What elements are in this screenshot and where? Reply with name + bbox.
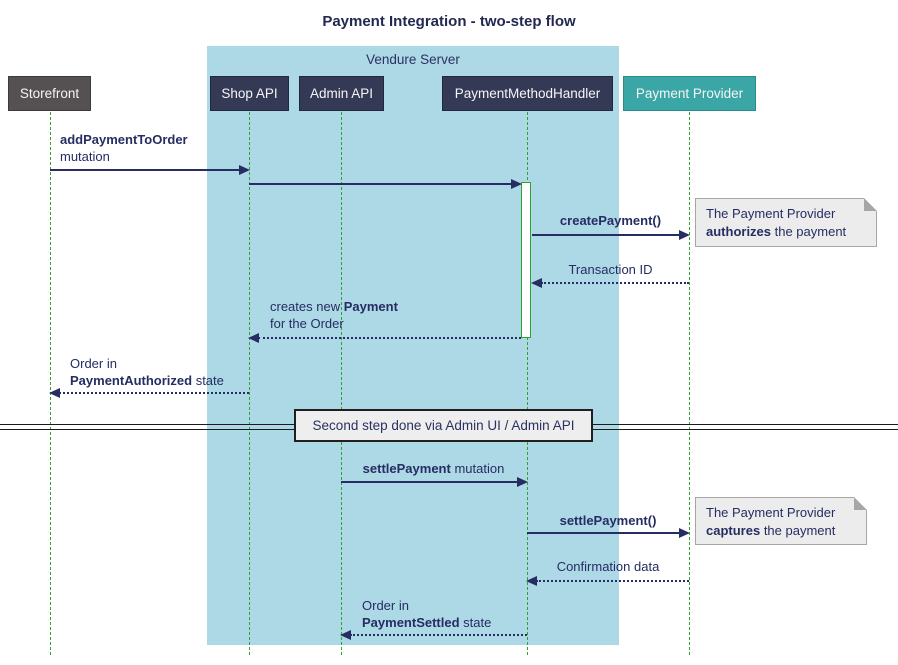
divider-label: Second step done via Admin UI / Admin AP… [294, 409, 593, 442]
arrow-shaft [350, 634, 527, 636]
label-add-payment: addPaymentToOrder mutation [60, 131, 188, 165]
label-order-settled-line2: PaymentSettled state [362, 615, 492, 630]
arrow-order-authorized [49, 388, 249, 398]
arrow-shaft [527, 532, 680, 534]
arrowhead-right-icon [679, 230, 690, 240]
lifeline-storefront [50, 112, 51, 655]
arrowhead-right-icon [239, 165, 250, 175]
activation-bar [521, 182, 531, 338]
arrow-creates-payment [248, 333, 521, 343]
label-add-payment-line1: addPaymentToOrder [60, 132, 188, 147]
participant-storefront: Storefront [8, 76, 91, 111]
label-order-settled-line1: Order in [362, 598, 409, 613]
participant-shop-api: Shop API [210, 76, 289, 111]
note-captures-line1: The Payment Provider [706, 505, 836, 520]
note-authorizes: The Payment Provider authorizes the paym… [695, 198, 877, 247]
label-creates-payment-line2: for the Order [270, 316, 344, 331]
note-captures: The Payment Provider captures the paymen… [695, 497, 867, 545]
label-order-settled: Order in PaymentSettled state [362, 597, 491, 631]
arrow-add-payment [50, 165, 250, 175]
label-order-authorized-line1: Order in [70, 356, 117, 371]
arrow-shaft [536, 580, 689, 582]
arrowhead-right-icon [511, 179, 522, 189]
label-creates-payment: creates new Payment for the Order [270, 298, 398, 332]
arrow-transaction-id [531, 278, 689, 288]
diagram-title: Payment Integration - two-step flow [322, 13, 576, 30]
arrowhead-left-icon [526, 576, 537, 586]
lifeline-shop-api [249, 112, 250, 655]
vendure-server-frame: Vendure Server [207, 46, 619, 645]
lifeline-admin-api [341, 112, 342, 655]
label-transaction-id: Transaction ID [568, 262, 653, 277]
arrow-shaft [341, 481, 518, 483]
label-creates-payment-line1: creates new Payment [270, 299, 398, 314]
participant-payment-method-handler: PaymentMethodHandler [442, 76, 613, 111]
label-settle-mutation: settlePayment mutation [362, 461, 505, 476]
arrow-shaft [50, 169, 240, 171]
arrow-create-payment [532, 230, 690, 240]
arrow-shop-to-handler [249, 179, 522, 189]
label-settle-call: settlePayment() [559, 513, 657, 528]
note-authorizes-line2: authorizes the payment [706, 224, 847, 239]
arrow-confirmation [526, 576, 689, 586]
lifeline-payment-provider [689, 112, 690, 655]
arrowhead-right-icon [679, 528, 690, 538]
participant-admin-api: Admin API [299, 76, 384, 111]
frame-label: Vendure Server [366, 52, 460, 67]
arrowhead-left-icon [340, 630, 351, 640]
label-confirmation: Confirmation data [556, 559, 660, 574]
label-add-payment-line2: mutation [60, 149, 110, 164]
note-captures-line2: captures the payment [706, 523, 836, 538]
arrow-shaft [541, 282, 689, 284]
arrow-shaft [532, 234, 680, 236]
label-order-authorized: Order in PaymentAuthorized state [70, 355, 224, 389]
arrowhead-left-icon [49, 388, 60, 398]
participant-payment-provider: Payment Provider [623, 76, 756, 111]
arrowhead-left-icon [248, 333, 259, 343]
label-order-authorized-line2: PaymentAuthorized state [70, 373, 224, 388]
note-authorizes-line1: The Payment Provider [706, 206, 836, 221]
label-create-payment: createPayment() [559, 213, 662, 228]
lifeline-payment-method-handler [527, 112, 528, 655]
arrow-settle-call [527, 528, 690, 538]
arrow-shaft [258, 337, 521, 339]
arrow-shaft [249, 183, 512, 185]
arrowhead-left-icon [531, 278, 542, 288]
arrow-shaft [59, 392, 249, 394]
arrow-order-settled [340, 630, 527, 640]
arrow-settle-mutation [341, 477, 528, 487]
arrowhead-right-icon [517, 477, 528, 487]
